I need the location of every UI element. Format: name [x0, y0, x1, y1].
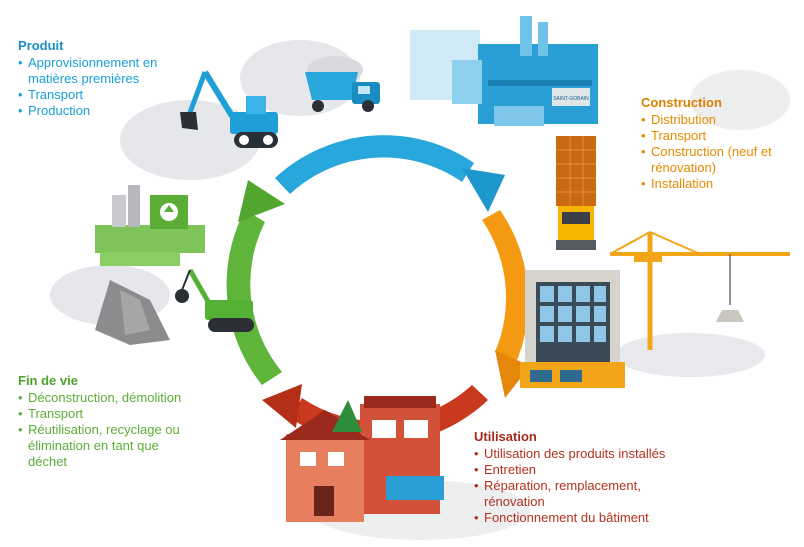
list-item: Réparation, remplacement, rénovation [474, 478, 684, 510]
factory-sign-text: SAINT-GOBAIN [553, 96, 589, 102]
list-item: Distribution [641, 112, 791, 128]
arrow-green-findevie [226, 210, 282, 385]
list-item: Utilisation des produits installés [474, 446, 684, 462]
houses-icon [280, 396, 444, 522]
stage-title: Construction [641, 95, 722, 110]
dump-truck-icon [305, 56, 380, 112]
delivery-truck-icon [556, 136, 596, 250]
stage-title: Utilisation [474, 429, 537, 444]
list-item: Transport [641, 128, 791, 144]
stage-fin-de-vie: Fin de vie Déconstruction, démolition Tr… [18, 373, 198, 470]
building-icon [520, 270, 625, 388]
stage-items: Utilisation des produits installés Entre… [474, 446, 684, 526]
stage-construction: Construction Distribution Transport Cons… [641, 95, 791, 192]
list-item: Fonctionnement du bâtiment [474, 510, 684, 526]
stage-produit: Produit Approvisionnement en matières pr… [18, 38, 198, 119]
stage-title: Produit [18, 38, 64, 53]
list-item: Transport [18, 87, 198, 103]
arrow-blue-produit [275, 135, 474, 194]
stage-items: Distribution Transport Construction (neu… [641, 112, 791, 192]
stage-utilisation: Utilisation Utilisation des produits ins… [474, 429, 684, 526]
arrow-orange-construction [482, 210, 529, 365]
list-item: Réutilisation, recyclage ou élimination … [18, 422, 198, 470]
list-item: Déconstruction, démolition [18, 390, 198, 406]
list-item: Approvisionnement en matières premières [18, 55, 198, 87]
recycling-plant-icon [95, 185, 205, 266]
list-item: Installation [641, 176, 791, 192]
stage-items: Approvisionnement en matières premières … [18, 55, 198, 119]
stage-title: Fin de vie [18, 373, 78, 388]
list-item: Production [18, 103, 198, 119]
crane-icon [609, 231, 790, 350]
excavator-icon [180, 70, 278, 148]
list-item: Transport [18, 406, 198, 422]
list-item: Construction (neuf et rénovation) [641, 144, 791, 176]
stage-items: Déconstruction, démolition Transport Réu… [18, 390, 198, 470]
list-item: Entretien [474, 462, 684, 478]
demolition-excavator-icon [95, 268, 254, 345]
factory-icon: SAINT-GOBAIN [410, 16, 598, 126]
